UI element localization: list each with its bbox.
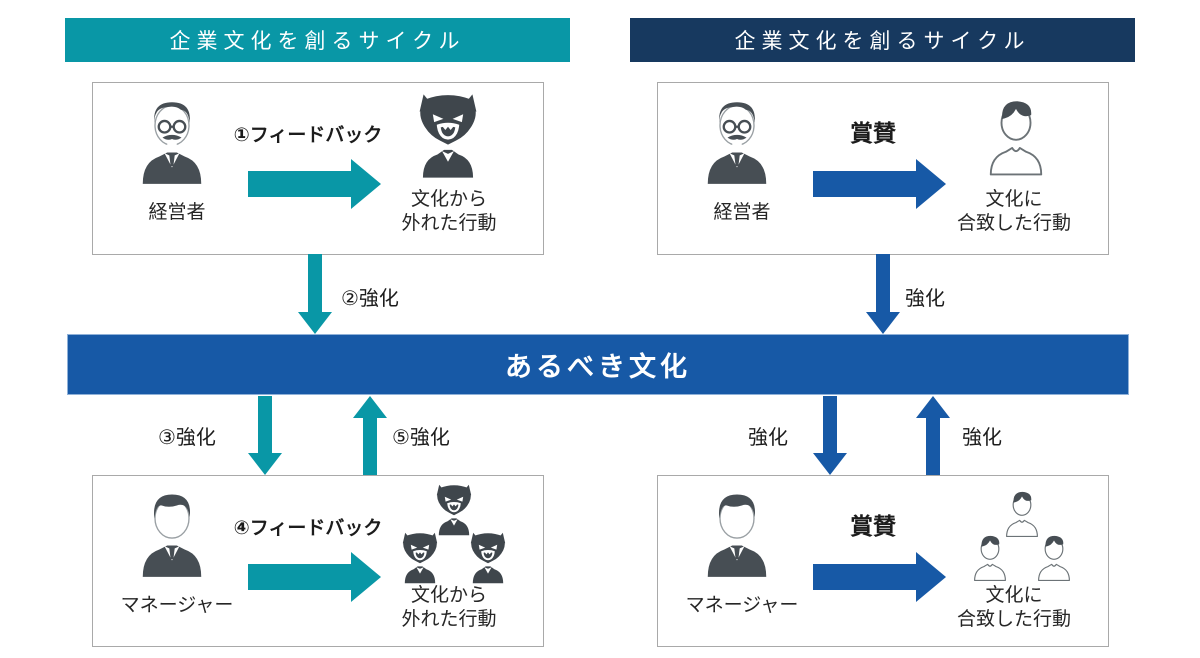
target-line1: 文化から: [410, 189, 487, 210]
right-cycle-header: 企業文化を創るサイクル: [630, 18, 1135, 62]
actor-label: 経営者: [148, 202, 206, 223]
target-line1: 文化に: [985, 189, 1043, 210]
right-arrow-icon: [813, 552, 946, 602]
target-line1: 文化に: [985, 585, 1043, 606]
left-cycle-header: 企業文化を創るサイクル: [65, 18, 570, 62]
down-arrow-icon: [248, 396, 282, 475]
up-arrow-icon: [353, 396, 387, 475]
actor-label: 経営者: [713, 202, 771, 223]
employee-person-icon: [970, 532, 1010, 582]
employee-person-icon: [1034, 532, 1074, 582]
praise-label: 賞賛: [850, 120, 896, 146]
target-behavior-label: 文化に 合致した行動: [930, 188, 1098, 236]
feedback-label: ④フィードバック: [233, 518, 383, 539]
manager-person-icon: [703, 484, 771, 584]
reinforce-label: 強化: [748, 427, 788, 449]
down-arrow-icon: [866, 254, 900, 334]
right-arrow-icon: [248, 159, 381, 209]
employee-person-icon: [1002, 488, 1042, 538]
right-executive-box: 経営者 賞賛 文化に 合致した行動: [657, 82, 1109, 255]
target-line1: 文化から: [410, 585, 487, 606]
target-line2: 合致した行動: [956, 213, 1071, 234]
right-arrow-icon: [248, 552, 381, 602]
target-line2: 外れた行動: [401, 213, 497, 234]
executive-person-icon: [138, 91, 206, 191]
target-behavior-label: 文化から 外れた行動: [365, 188, 533, 236]
left-manager-box: マネージャー ④フィードバック 文化から 外れた行動: [92, 475, 544, 647]
target-behavior-label: 文化から 外れた行動: [365, 584, 533, 632]
target-behavior-label: 文化に 合致した行動: [930, 584, 1098, 632]
reinforce-label: 強化: [962, 427, 1002, 449]
feedback-label: ①フィードバック: [233, 125, 383, 146]
praise-label: 賞賛: [850, 513, 896, 539]
manager-person-icon: [138, 484, 206, 584]
down-arrow-icon: [298, 254, 332, 334]
wolf-icon: [399, 532, 441, 584]
up-arrow-icon: [916, 396, 950, 475]
target-line2: 合致した行動: [956, 609, 1071, 630]
employee-person-icon: [984, 95, 1048, 177]
wolf-icon: [467, 532, 509, 584]
actor-label: マネージャー: [120, 595, 234, 616]
wolf-icon: [433, 484, 475, 536]
right-manager-box: マネージャー 賞賛 文化に 合致した行動: [657, 475, 1109, 647]
left-executive-box: 経営者 ①フィードバック 文化から 外れた行動: [92, 82, 544, 255]
reinforce-label: 強化: [905, 288, 945, 310]
executive-person-icon: [703, 91, 771, 191]
target-line2: 外れた行動: [401, 609, 497, 630]
right-arrow-icon: [813, 159, 946, 209]
wolf-icon: [415, 93, 481, 179]
reinforce-label-3: ③強化: [158, 427, 216, 449]
down-arrow-icon: [813, 396, 847, 475]
reinforce-label-5: ⑤強化: [392, 427, 450, 449]
actor-label: マネージャー: [685, 595, 799, 616]
reinforce-label-2: ②強化: [341, 288, 399, 310]
ideal-culture-bar: あるべき文化: [67, 334, 1129, 395]
